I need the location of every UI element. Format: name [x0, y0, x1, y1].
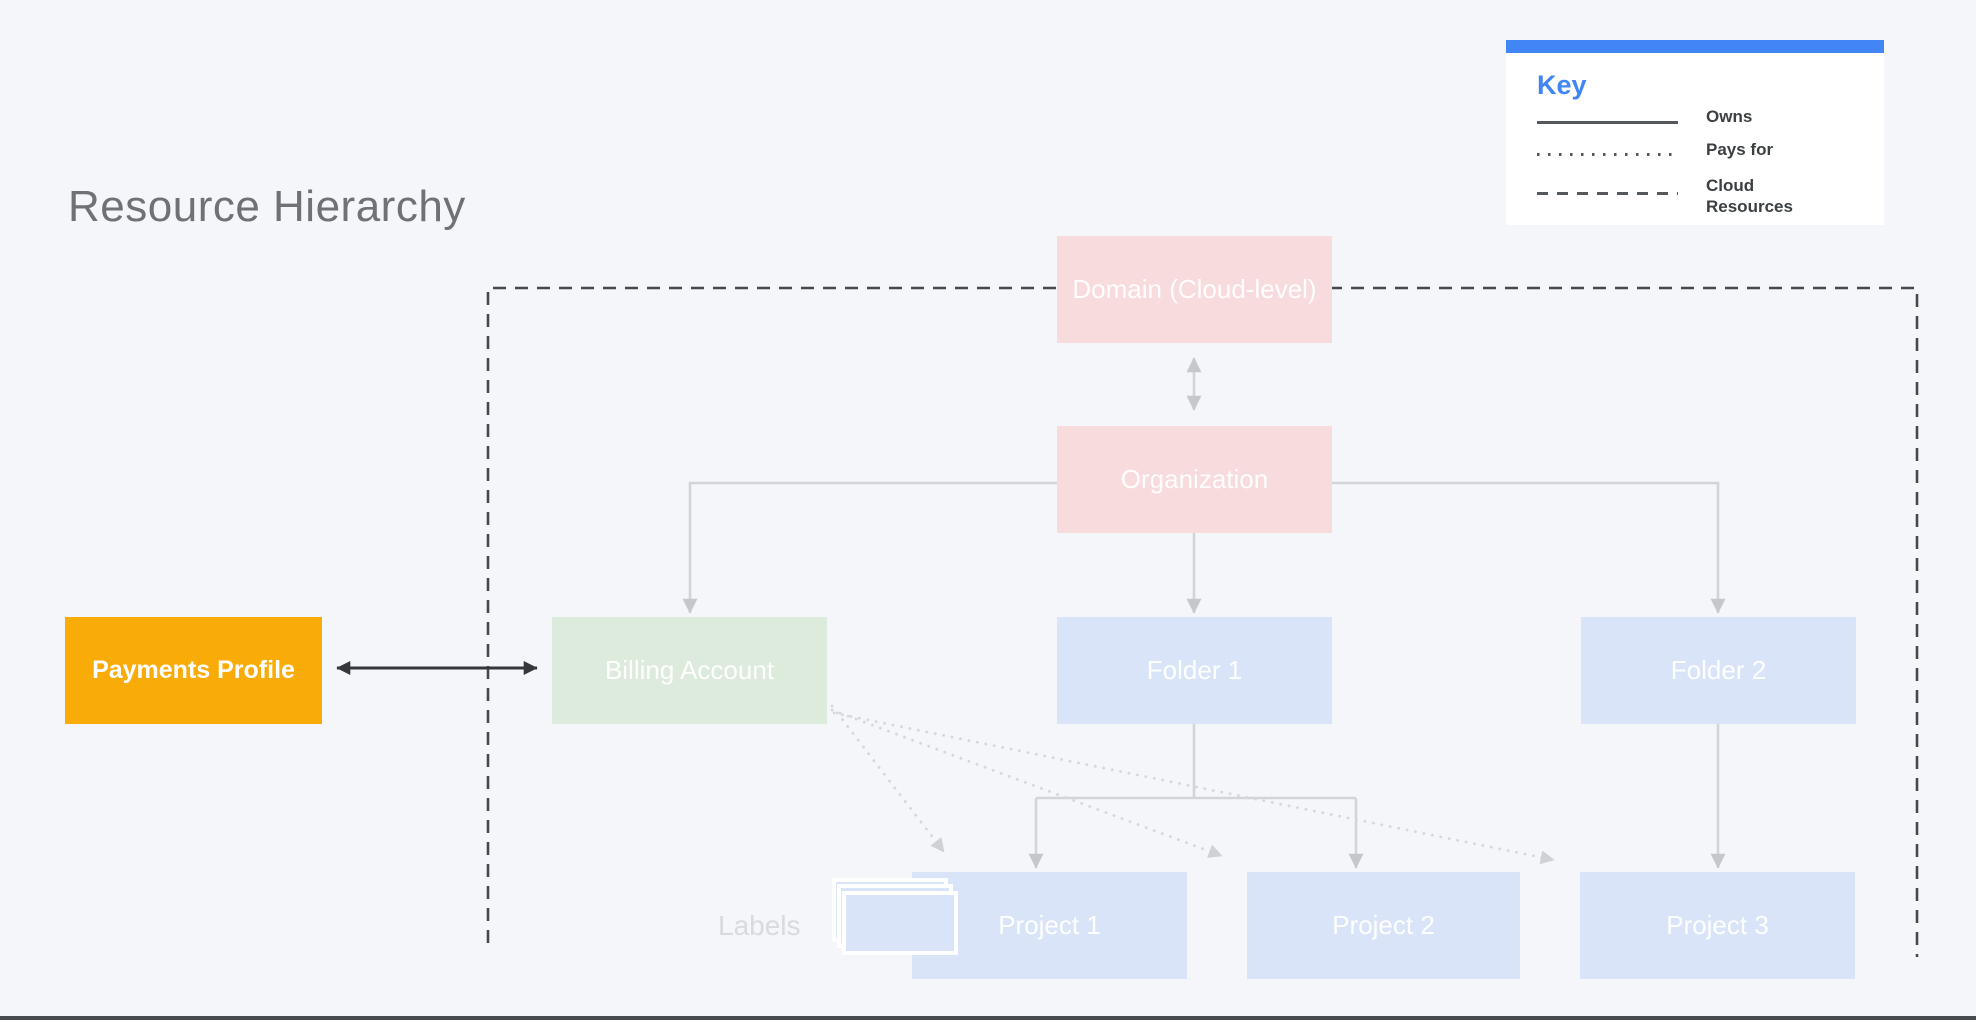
legend-dashed-line-sample [1537, 192, 1678, 195]
pays-for-line-billing-project2 [830, 708, 1224, 858]
legend-label-owns: Owns [1706, 107, 1753, 126]
owns-tree-folder1-split [1036, 724, 1356, 800]
project-2-node: Project 2 [1247, 872, 1520, 979]
payments-profile-node-label: Payments Profile [92, 656, 295, 684]
pays-for-line-billing-project1 [830, 704, 946, 854]
owns-line-organization-folder2 [1332, 481, 1726, 614]
billing-account-node-label: Billing Account [604, 655, 775, 685]
folder-1-node: Folder 1 [1057, 617, 1332, 724]
domain-node-label: Domain (Cloud-level) [1072, 274, 1317, 304]
folder-2-node: Folder 2 [1581, 617, 1856, 724]
payments-profile-node: Payments Profile [65, 617, 322, 724]
label-card-front [842, 891, 958, 955]
legend: Key Owns Pays for Cloud Resources [1506, 40, 1884, 225]
project-1-node-label: Project 1 [998, 910, 1101, 940]
owns-line-organization-billing [682, 481, 1057, 614]
page-title: Resource Hierarchy [68, 182, 466, 231]
legend-label-cloud-resources: Cloud Resources [1706, 176, 1793, 216]
project-2-node-label: Project 2 [1332, 910, 1435, 940]
legend-solid-line-sample [1537, 121, 1678, 124]
legend-title: Key [1537, 70, 1587, 100]
organization-node-label: Organization [1120, 464, 1269, 494]
folder-1-node-label: Folder 1 [1146, 655, 1243, 685]
legend-dotted-line-sample [1537, 153, 1678, 156]
labels-stack-icon [832, 878, 972, 968]
organization-node: Organization [1057, 426, 1332, 533]
labels-caption: Labels [718, 910, 801, 941]
legend-accent-bar [1506, 40, 1884, 53]
domain-node: Domain (Cloud-level) [1057, 236, 1332, 343]
billing-account-node: Billing Account [552, 617, 827, 724]
legend-label-pays-for: Pays for [1706, 140, 1774, 159]
project-3-node-label: Project 3 [1666, 910, 1769, 940]
folder-2-node-label: Folder 2 [1670, 655, 1767, 685]
project-3-node: Project 3 [1580, 872, 1855, 979]
bottom-edge-strip [0, 1016, 1976, 1020]
